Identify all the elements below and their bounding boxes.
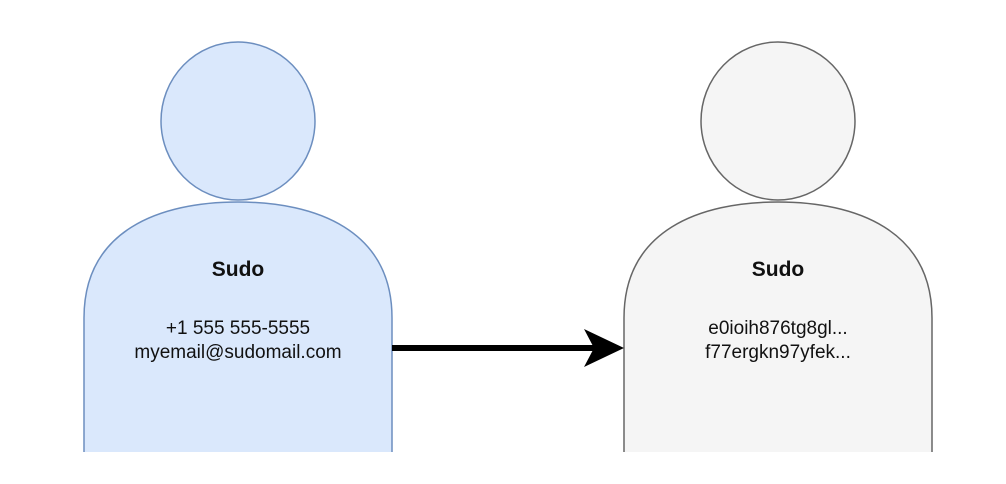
- left-person-title: Sudo: [211, 258, 265, 281]
- arrow-head: [584, 329, 624, 367]
- left-person-body: [83, 201, 393, 452]
- left-person-shape: [83, 41, 393, 452]
- right-person-line2: f77ergkn97yfek...: [705, 342, 851, 363]
- left-person-head: [160, 41, 316, 201]
- left-person-email: myemail@sudomail.com: [134, 342, 342, 363]
- right-person-shape: [623, 41, 933, 452]
- right-person-title: Sudo: [751, 258, 805, 281]
- right-person-head: [700, 41, 856, 201]
- connector-arrow: [392, 329, 624, 367]
- left-person-phone: +1 555 555-5555: [165, 318, 311, 339]
- right-person-body: [623, 201, 933, 452]
- right-person-line1: e0ioih876tg8gl...: [708, 318, 848, 339]
